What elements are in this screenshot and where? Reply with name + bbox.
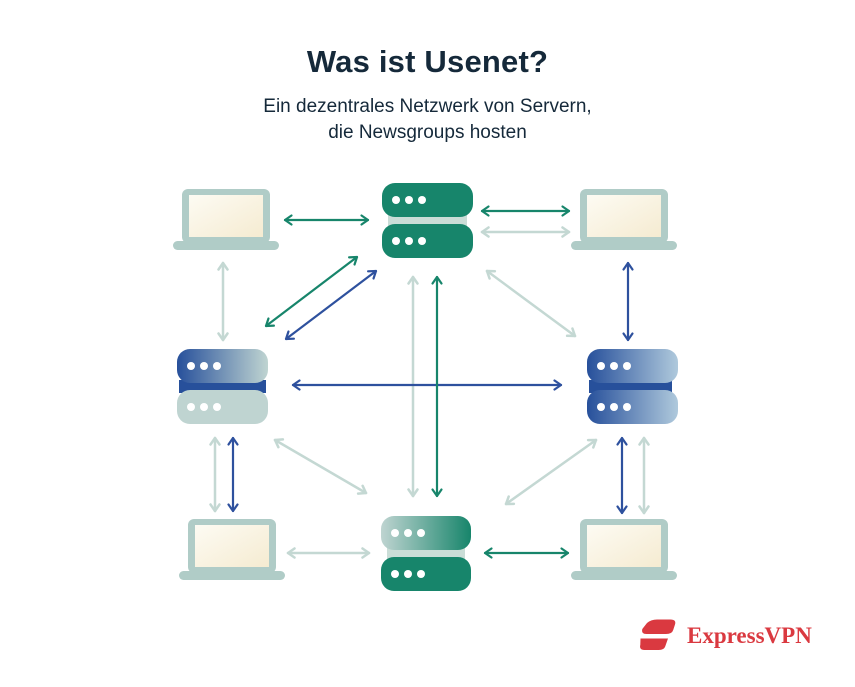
connection-arrows [209,205,650,559]
laptop-bottom-left [179,519,285,580]
server-top [382,183,473,258]
laptop-top-right [571,189,677,250]
server-right [587,349,678,424]
arrow-serverleft-servertop-blue [284,269,378,341]
arrow-servertop-serverright-pale [485,269,577,338]
server-bottom-dots [391,529,425,578]
laptop-top-left [173,189,279,250]
laptop-bottom-right [571,519,677,580]
page-subtitle: Ein dezentrales Netzwerk von Servern, di… [0,94,855,146]
expressvpn-wordmark: ExpressVPN [687,623,812,648]
server-right-dots [597,362,631,411]
server-left [177,349,268,424]
page-title: Was ist Usenet? [306,44,549,79]
arrow-serverleft-serverbottom-pale [273,438,368,495]
expressvpn-lightning-icon [640,619,676,650]
server-left-dots [187,362,221,411]
server-bottom [381,516,471,591]
subtitle-line-2: die Newsgroups hosten [328,122,527,143]
subtitle-line-1: Ein dezentrales Netzwerk von Servern, [263,96,592,117]
arrow-serverleft-servertop-green [264,255,359,328]
expressvpn-logo: ExpressVPN [634,616,812,656]
server-top-dots [392,196,426,245]
arrow-serverbottom-serverright-pale [504,438,598,506]
